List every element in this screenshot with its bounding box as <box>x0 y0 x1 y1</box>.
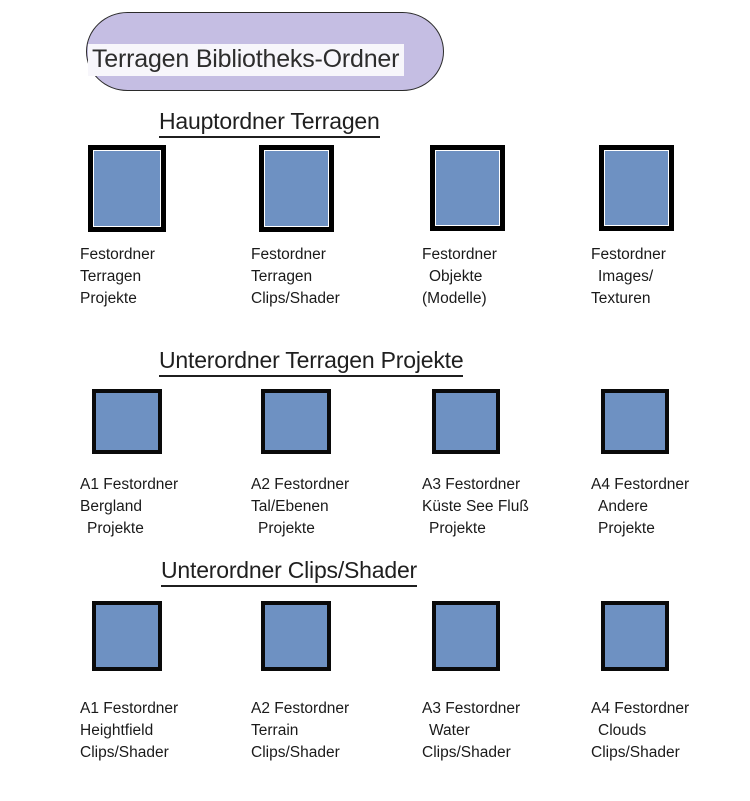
folder-square-icon[interactable] <box>88 145 166 232</box>
caption-line: Water <box>429 722 470 739</box>
caption-line: A2 Festordner <box>251 700 350 717</box>
folder-caption: A3 Festordner Water Clips/Shader <box>422 698 520 764</box>
caption-line: A1 Festordner <box>80 476 179 493</box>
folder-square-icon[interactable] <box>261 601 331 671</box>
caption-line: Andere <box>598 498 648 515</box>
caption-line: Clips/Shader <box>251 744 340 761</box>
caption-line: A1 Festordner <box>80 700 179 717</box>
folder-caption: Festordner Terragen Projekte <box>80 244 155 310</box>
folder-caption: A2 Festordner Tal/Ebenen Projekte <box>251 474 349 540</box>
caption-line: A2 Festordner <box>251 476 350 493</box>
title-highlight-band <box>88 44 404 76</box>
folder-caption: A4 Festordner Clouds Clips/Shader <box>591 698 689 764</box>
caption-line: Clips/Shader <box>80 744 169 761</box>
caption-line: Projekte <box>598 520 655 537</box>
caption-line: Festordner <box>591 246 666 263</box>
page-title: Terragen Bibliotheks-Ordner <box>92 45 400 73</box>
section-heading-unterordner-clips-shader: Unterordner Clips/Shader <box>161 557 417 587</box>
caption-line: Clips/Shader <box>422 744 511 761</box>
folder-square-icon[interactable] <box>432 389 500 454</box>
folder-square-icon[interactable] <box>261 389 331 454</box>
folder-caption: Festordner Terragen Clips/Shader <box>251 244 340 310</box>
folder-caption: Festordner Objekte (Modelle) <box>422 244 497 310</box>
caption-line: Texturen <box>591 290 651 307</box>
caption-line: A3 Festordner <box>422 476 521 493</box>
caption-line: Heightfield <box>80 722 154 739</box>
folder-square-icon[interactable] <box>599 145 674 231</box>
folder-square-icon[interactable] <box>601 601 669 671</box>
caption-line: Projekte <box>80 290 137 307</box>
folder-caption: A1 Festordner Bergland Projekte <box>80 474 178 540</box>
caption-line: Clouds <box>598 722 647 739</box>
folder-square-icon[interactable] <box>432 601 500 671</box>
caption-line: Tal/Ebenen <box>251 498 329 515</box>
caption-line: Küste See Fluß <box>422 498 529 515</box>
folder-square-icon[interactable] <box>92 601 162 671</box>
caption-line: Projekte <box>258 520 315 537</box>
caption-line: Clips/Shader <box>251 290 340 307</box>
caption-line: Festordner <box>251 246 326 263</box>
section-heading-hauptordner: Hauptordner Terragen <box>159 108 380 138</box>
caption-line: (Modelle) <box>422 290 487 307</box>
section-heading-unterordner-projekte: Unterordner Terragen Projekte <box>159 347 464 377</box>
caption-line: Bergland <box>80 498 143 515</box>
caption-line: Projekte <box>429 520 486 537</box>
folder-square-icon[interactable] <box>601 389 669 454</box>
caption-line: Clips/Shader <box>591 744 680 761</box>
caption-line: Terrain <box>251 722 299 739</box>
folder-square-icon[interactable] <box>259 145 334 232</box>
caption-line: A4 Festordner <box>591 476 690 493</box>
folder-caption: A2 Festordner Terrain Clips/Shader <box>251 698 349 764</box>
folder-caption: A1 Festordner Heightfield Clips/Shader <box>80 698 178 764</box>
folder-square-icon[interactable] <box>92 389 162 454</box>
folder-caption: Festordner Images/ Texturen <box>591 244 666 310</box>
caption-line: A3 Festordner <box>422 700 521 717</box>
caption-line: Festordner <box>80 246 155 263</box>
caption-line: Terragen <box>251 268 313 285</box>
folder-caption: A3 Festordner Küste See Fluß Projekte <box>422 474 529 540</box>
caption-line: Images/ <box>598 268 654 285</box>
folder-caption: A4 Festordner Andere Projekte <box>591 474 689 540</box>
caption-line: Festordner <box>422 246 497 263</box>
caption-line: A4 Festordner <box>591 700 690 717</box>
caption-line: Projekte <box>87 520 144 537</box>
caption-line: Terragen <box>80 268 142 285</box>
folder-square-icon[interactable] <box>430 145 505 231</box>
caption-line: Objekte <box>429 268 483 285</box>
